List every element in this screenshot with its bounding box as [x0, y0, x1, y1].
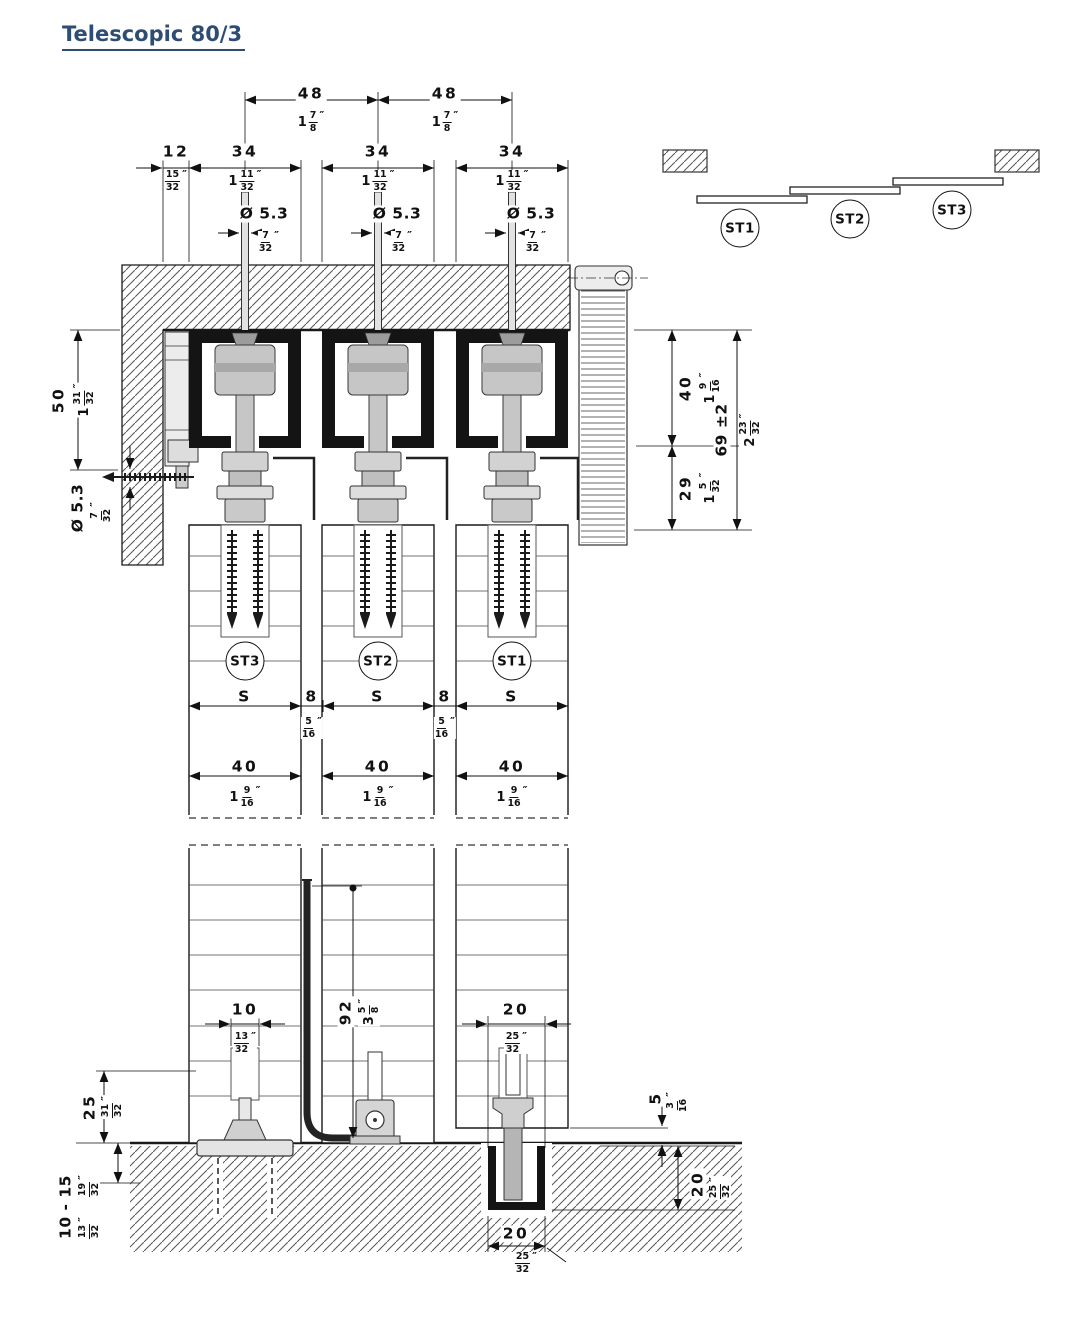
- dim-8-a-mm: 8: [303, 687, 321, 706]
- mini-badge-st3: ST3: [932, 190, 972, 230]
- dim-40-right-mm: 40: [676, 372, 695, 404]
- dim-10-mm: 10: [229, 1000, 261, 1019]
- badge-st3: ST3: [225, 641, 265, 681]
- mounting-screws: [227, 530, 530, 629]
- dim-25-mm: 25: [80, 1091, 99, 1123]
- break-lines: [189, 817, 568, 846]
- dim-50-mm: 50: [49, 384, 68, 416]
- panel-st2: [789, 186, 901, 195]
- track-assemblies: [189, 188, 580, 523]
- dim-48-right-mm: 48: [429, 84, 461, 103]
- guide-pin-head: [492, 1097, 534, 1129]
- dim-door40-a-mm: 40: [229, 757, 261, 776]
- dim-20-depth-mm: 20: [688, 1168, 707, 1200]
- dim-s-b: S: [369, 687, 387, 706]
- dim-bolt-a-mm: Ø 5.3: [237, 204, 291, 223]
- dim-34-a-mm: 34: [229, 142, 261, 161]
- hanger-bracket: [273, 456, 316, 520]
- panel-st1: [696, 195, 808, 204]
- door-edge-strip: [568, 265, 648, 546]
- stacking-mini-diagram: [662, 149, 1040, 204]
- dim-34-b-mm: 34: [362, 142, 394, 161]
- hanger-bracket: [406, 456, 449, 520]
- dim-door40-b-mm: 40: [362, 757, 394, 776]
- wall-profile: [102, 331, 199, 489]
- dim-door40-c-mm: 40: [496, 757, 528, 776]
- dim-69-mm: 69 ±2: [712, 401, 731, 459]
- panel-st3: [892, 177, 1004, 186]
- wall-block-right: [994, 149, 1040, 173]
- hanger-bracket: [540, 456, 580, 520]
- dim-20-width-mm: 20: [500, 1224, 532, 1243]
- guide-pin: [503, 1127, 523, 1201]
- dim-20-socket-mm: 20: [500, 1000, 532, 1019]
- track-profile: [456, 330, 568, 448]
- wall-block-left: [662, 149, 708, 173]
- mini-badge-st1: ST1: [720, 208, 760, 248]
- mini-badge-st2: ST2: [830, 199, 870, 239]
- badge-st2: ST2: [358, 641, 398, 681]
- dim-8-b-mm: 8: [436, 687, 454, 706]
- page-title: Telescopic 80/3: [62, 22, 246, 51]
- floor-guides: [196, 879, 552, 1218]
- floor-glide-base: [196, 1139, 294, 1157]
- dim-5-mm: 5: [646, 1089, 665, 1107]
- track-profile: [322, 330, 434, 448]
- badge-st1: ST1: [492, 641, 532, 681]
- dim-29-mm: 29: [676, 472, 695, 504]
- dim-48-left-mm: 48: [295, 84, 327, 103]
- dim-bolt-b-mm: Ø 5.3: [370, 204, 424, 223]
- track-profile: [189, 330, 301, 448]
- dim-side-screw-mm: Ø 5.3: [68, 481, 87, 535]
- dim-92-mm: 92: [336, 996, 355, 1028]
- guide-profile: [303, 880, 368, 1142]
- dim-34-c-mm: 34: [496, 142, 528, 161]
- dim-10-15-mm: 10 - 15: [56, 1173, 75, 1241]
- dim-s-c: S: [503, 687, 521, 706]
- dimension-lines: [70, 92, 752, 1263]
- dim-bolt-c-mm: Ø 5.3: [504, 204, 558, 223]
- floor-socket: [488, 1146, 545, 1210]
- dim-12-mm: 12: [160, 142, 192, 161]
- dim-s-a: S: [236, 687, 254, 706]
